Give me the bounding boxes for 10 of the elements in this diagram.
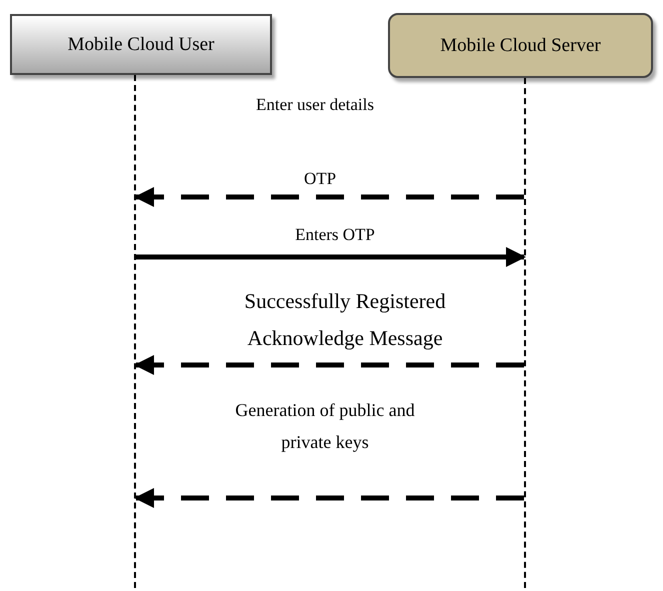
lifeline	[134, 75, 136, 588]
arrow	[134, 355, 524, 375]
lifeline	[524, 78, 526, 588]
arrow	[134, 187, 524, 207]
actor-name: Mobile Cloud Server	[440, 34, 601, 56]
arrow	[136, 247, 526, 267]
arrow	[134, 488, 524, 508]
actor-box	[388, 13, 653, 78]
actor-name: Mobile Cloud User	[68, 34, 214, 56]
actor-box	[10, 14, 272, 75]
